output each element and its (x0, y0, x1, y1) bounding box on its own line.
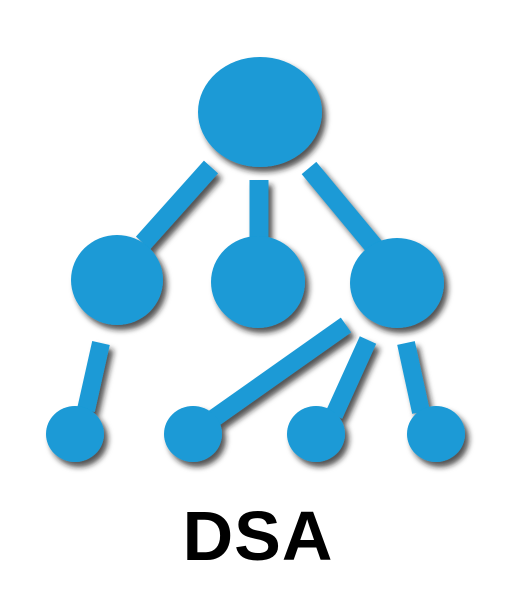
leaf-node-2 (164, 406, 222, 462)
root-node (198, 57, 322, 167)
leaf-node-4 (407, 406, 465, 462)
edge-root-right (301, 161, 385, 257)
child-node-middle (211, 236, 305, 328)
edge-right-leaf4 (397, 341, 430, 414)
child-node-right (350, 238, 444, 328)
edge-right-leaf3 (325, 336, 377, 419)
edge-right-leaf2 (204, 317, 352, 429)
edge-root-left (135, 160, 219, 250)
leaf-node-1 (46, 406, 104, 462)
leaf-node-3 (287, 406, 345, 462)
logo-label: DSA (182, 497, 334, 575)
edge-left-leaf1 (77, 341, 110, 412)
child-node-left (71, 235, 163, 325)
